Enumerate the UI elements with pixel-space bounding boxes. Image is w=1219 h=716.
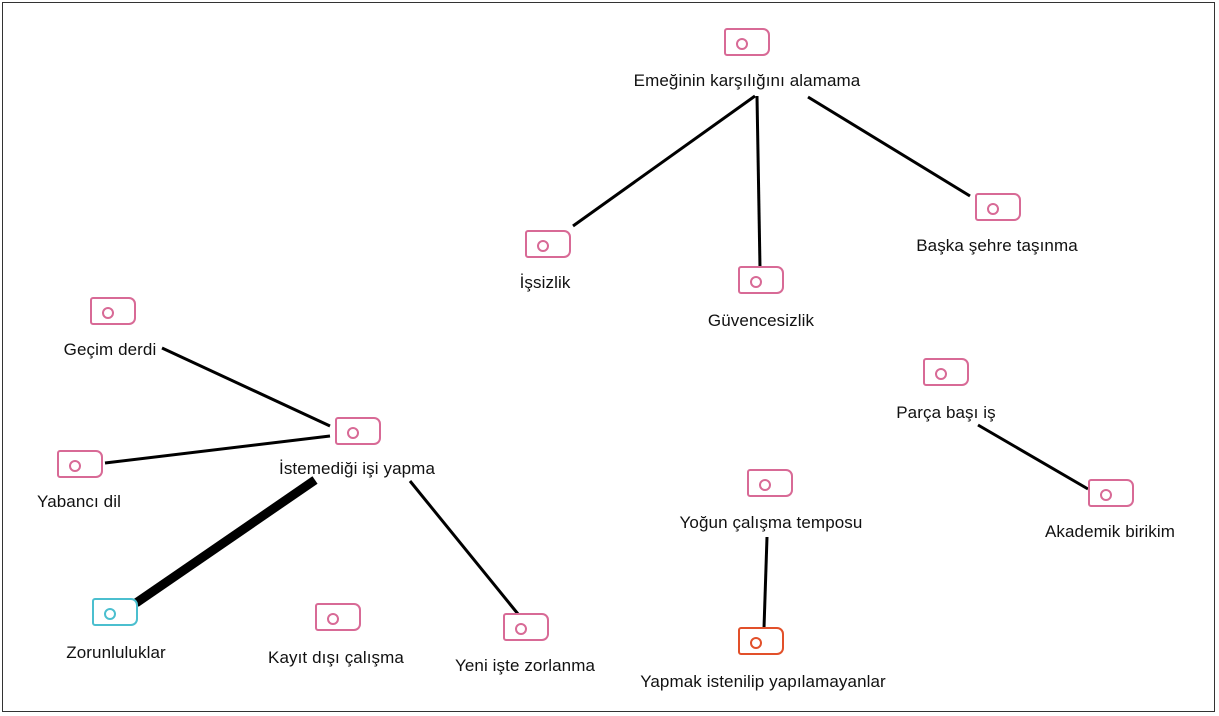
edge-istemedigi-yeni [408,480,520,615]
edge-parca-akademik [977,423,1089,491]
node-label: İşsizlik [519,273,571,292]
edge-yabanci-istemedigi [104,434,331,465]
edge-emek-guvence [755,95,762,269]
node-label: Zorunluluklar [66,643,166,662]
node-label: Kayıt dışı çalışma [268,648,404,667]
node-label: Geçim derdi [63,340,157,359]
edge-emek-issizlik [572,94,756,228]
node-label: Başka şehre taşınma [916,236,1078,255]
node-label: Yapmak istenilip yapılamayanlar [640,672,886,691]
edge-istemedigi-zorunlu [133,476,318,607]
node-label: Emeğinin karşılığını alamama [633,71,861,90]
code-icon [923,358,969,386]
code-icon [92,598,138,626]
node-label: Parça başı iş [896,403,996,422]
edge-yogun-yapmak [762,536,769,629]
node-label: Akademik birikim [1044,522,1176,541]
code-icon [503,613,549,641]
node-label: Yoğun çalışma temposu [679,513,863,532]
node-label: Yabancı dil [37,492,121,511]
code-icon [525,230,571,258]
edge-emek-sehir [807,95,971,198]
edge-gecim-istemedigi [161,346,331,428]
node-label: Yeni işte zorlanma [454,656,596,675]
node-label: Güvencesizlik [707,311,815,330]
node-label: İstemediği işi yapma [278,459,436,478]
code-icon [57,450,103,478]
code-icon [738,266,784,294]
code-icon [738,627,784,655]
code-icon [335,417,381,445]
code-icon [724,28,770,56]
code-icon [975,193,1021,221]
code-icon [747,469,793,497]
code-icon [1088,479,1134,507]
code-icon [315,603,361,631]
code-icon [90,297,136,325]
